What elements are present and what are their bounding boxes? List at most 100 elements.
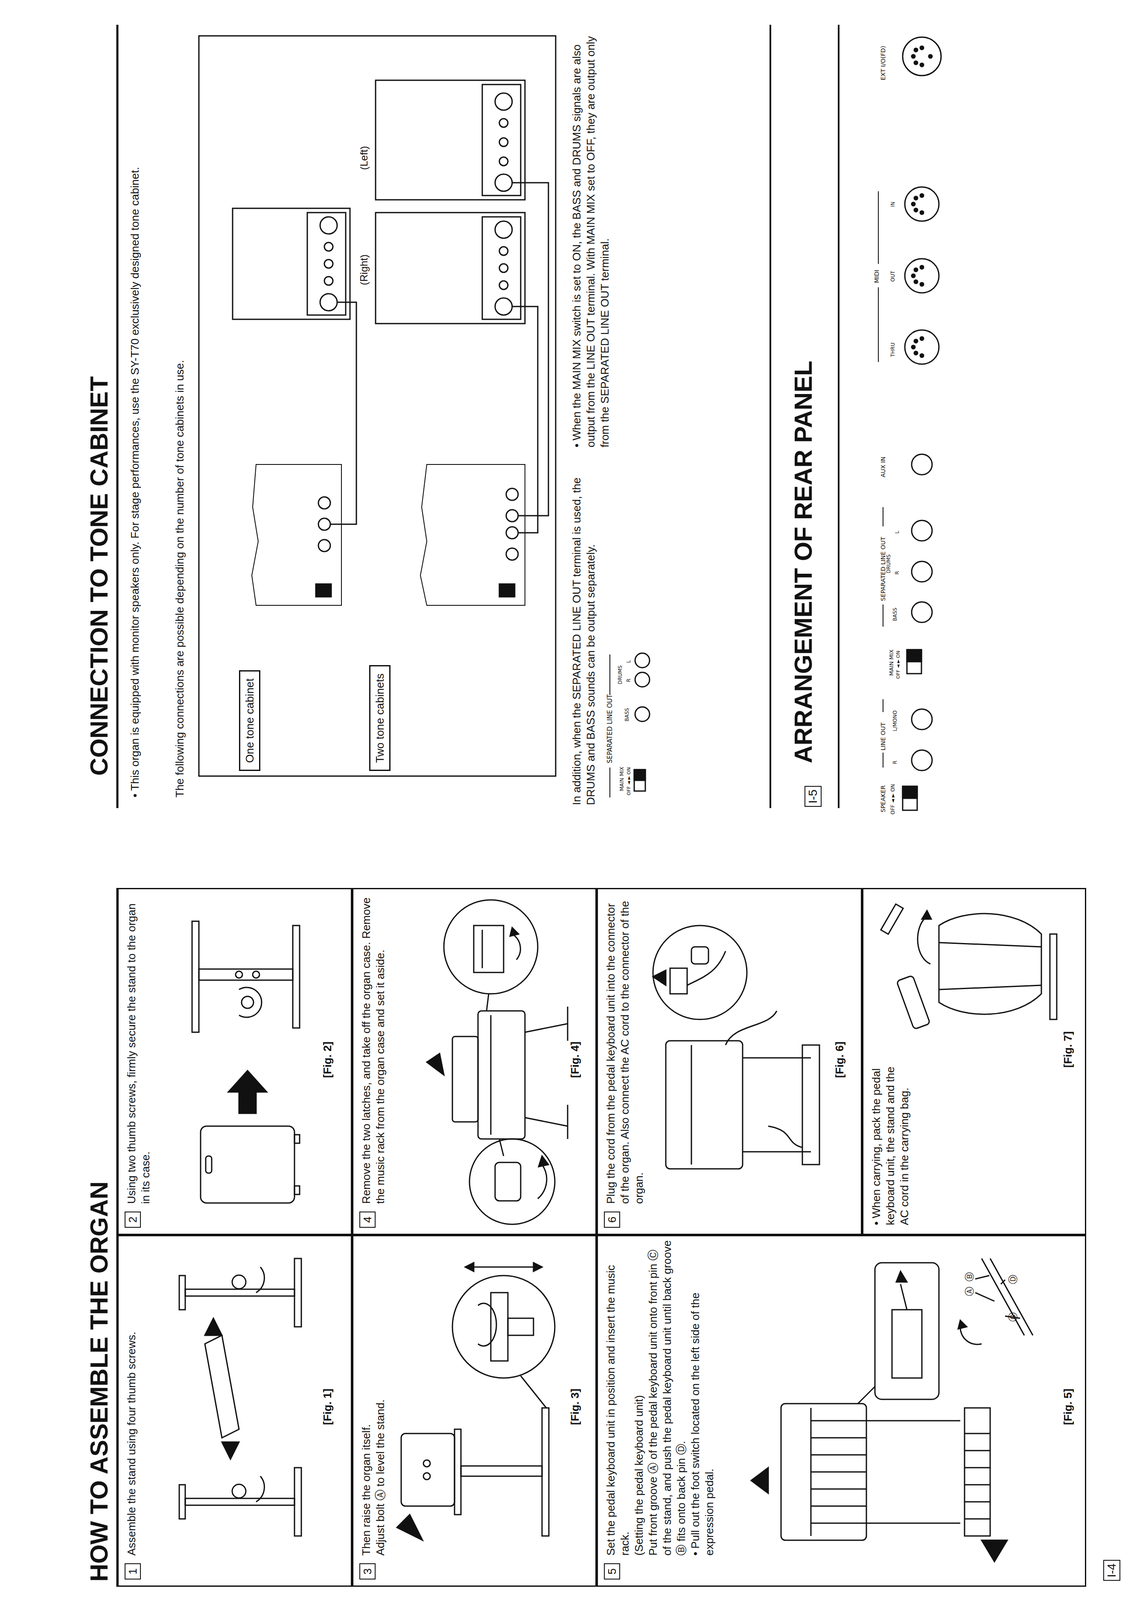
drawing-circle <box>920 265 924 269</box>
drawing-circle <box>324 242 333 251</box>
drawing-rect <box>495 1162 521 1201</box>
drawing-rect <box>200 1125 295 1203</box>
drawing-circle <box>911 202 916 206</box>
figure-label: [Fig. 5] <box>1061 1386 1075 1427</box>
drawing-circle <box>232 1274 246 1289</box>
drawing-rect <box>205 1155 212 1173</box>
drawing-rect <box>902 786 918 811</box>
drawing-line <box>882 699 884 712</box>
panel-label: SPEAKER <box>879 784 887 813</box>
figure-label: [Fig. 7] <box>1061 1029 1075 1070</box>
drawing-path <box>256 1475 265 1502</box>
panel-label: MAIN MIX <box>887 649 895 676</box>
figure-label: [Fig. 4] <box>568 1039 582 1080</box>
label-box: One tone cabinet <box>239 670 261 771</box>
drawing-circle <box>469 1138 555 1225</box>
drawing-rect <box>315 583 332 597</box>
drawing-circle <box>928 54 933 59</box>
panel-label: BASS <box>623 707 631 722</box>
drawing-line <box>975 1292 995 1301</box>
drawing-line <box>1000 1279 1006 1284</box>
drawing-line <box>810 1505 867 1507</box>
panel-label: EXT I/O(FD) <box>879 45 887 81</box>
drawing-line <box>964 1483 991 1486</box>
drawing-circle <box>499 157 508 166</box>
drawing-circle <box>635 672 650 687</box>
drawing-line <box>742 1151 811 1153</box>
drawing-path <box>938 913 1042 1015</box>
drawing-line <box>769 24 772 808</box>
drawing-circle <box>635 652 650 668</box>
drawing-rect <box>454 1428 461 1515</box>
drawing-g <box>609 652 650 798</box>
drawing-circle <box>443 899 538 994</box>
step-number: 6 <box>603 1211 621 1228</box>
drawing-circle <box>914 61 918 65</box>
drawing-rect <box>375 80 525 200</box>
panel-label: THRU <box>889 342 897 357</box>
drawing-rect <box>232 208 350 320</box>
drawing-rect <box>460 1465 543 1476</box>
drawing-circle <box>911 601 933 623</box>
drawing-rect <box>185 1288 295 1296</box>
drawing-path <box>512 933 521 960</box>
drawing-circle <box>499 137 508 147</box>
drawing-rect <box>499 583 515 597</box>
drawing-path <box>687 950 726 986</box>
drawing-line <box>882 752 884 768</box>
drawing-rect <box>185 1498 295 1505</box>
drawing-circle <box>318 518 331 531</box>
drawing-circle <box>324 259 333 269</box>
step-number: 5 <box>603 1562 621 1580</box>
drawing-path <box>960 1326 982 1344</box>
drawing-line <box>481 929 484 968</box>
panel-label: OUT <box>889 270 897 282</box>
drawing-circle <box>318 539 331 552</box>
step-box: 4Remove the two latches, and take off th… <box>352 887 597 1235</box>
drawing-circle <box>506 488 519 501</box>
drawing-line <box>810 1454 867 1456</box>
drawing-rect <box>906 649 922 662</box>
drawing-line <box>690 1044 693 1165</box>
panel-label: R <box>891 760 899 764</box>
panel-label: IN <box>889 201 897 207</box>
instruction-text: Plug the cord from the pedal keyboard un… <box>603 896 647 1204</box>
step-number: 1 <box>124 1562 141 1580</box>
drawing-rect <box>891 1309 922 1378</box>
drawing-circle <box>904 186 939 222</box>
step-text-group: Remove the two latches, and take off the… <box>359 896 388 1204</box>
drawing-polygon <box>981 1539 1008 1562</box>
drawing-g <box>192 921 300 1203</box>
label-box: Two tone cabinets <box>369 664 391 771</box>
instruction-text: Assemble the stand using four thumb scre… <box>124 1247 139 1556</box>
drawing-line <box>964 1466 991 1469</box>
drawing-circle <box>914 48 918 52</box>
drawing-circle <box>920 282 924 286</box>
drawing-g <box>426 899 568 1225</box>
panel-label: MIDI <box>872 269 881 283</box>
panel-label: L <box>625 659 633 663</box>
panel-label: OFF ◄ ► ON <box>889 783 897 815</box>
drawing-circle <box>320 293 338 311</box>
step-box: 6 Plug the cord from the pedal keyboard u… <box>596 887 863 1235</box>
drawing-rect <box>542 1407 549 1536</box>
panel-label: OFF ◄ ► ON <box>626 766 633 796</box>
drawing-line <box>116 24 119 808</box>
drawing-rect <box>490 1292 508 1361</box>
drawing-circle <box>911 54 916 59</box>
panel-label: Ⓓ <box>1007 1274 1020 1284</box>
drawing-rect <box>482 216 521 320</box>
drawing-rect <box>1049 933 1057 1020</box>
drawing-circle <box>911 561 933 582</box>
drawing-polygon <box>896 1270 907 1282</box>
drawing-circle <box>635 706 650 722</box>
drawing-polygon <box>221 1441 240 1459</box>
drawing-circle <box>914 268 918 272</box>
drawing-circle <box>423 1472 431 1480</box>
drawing-line <box>486 993 489 1011</box>
drawing-line <box>837 24 840 808</box>
body-text: In addition, when the SEPARATED LINE OUT… <box>569 467 598 805</box>
drawing-path <box>768 1125 803 1148</box>
drawing-circle <box>914 208 918 212</box>
drawing-path <box>256 1266 265 1293</box>
